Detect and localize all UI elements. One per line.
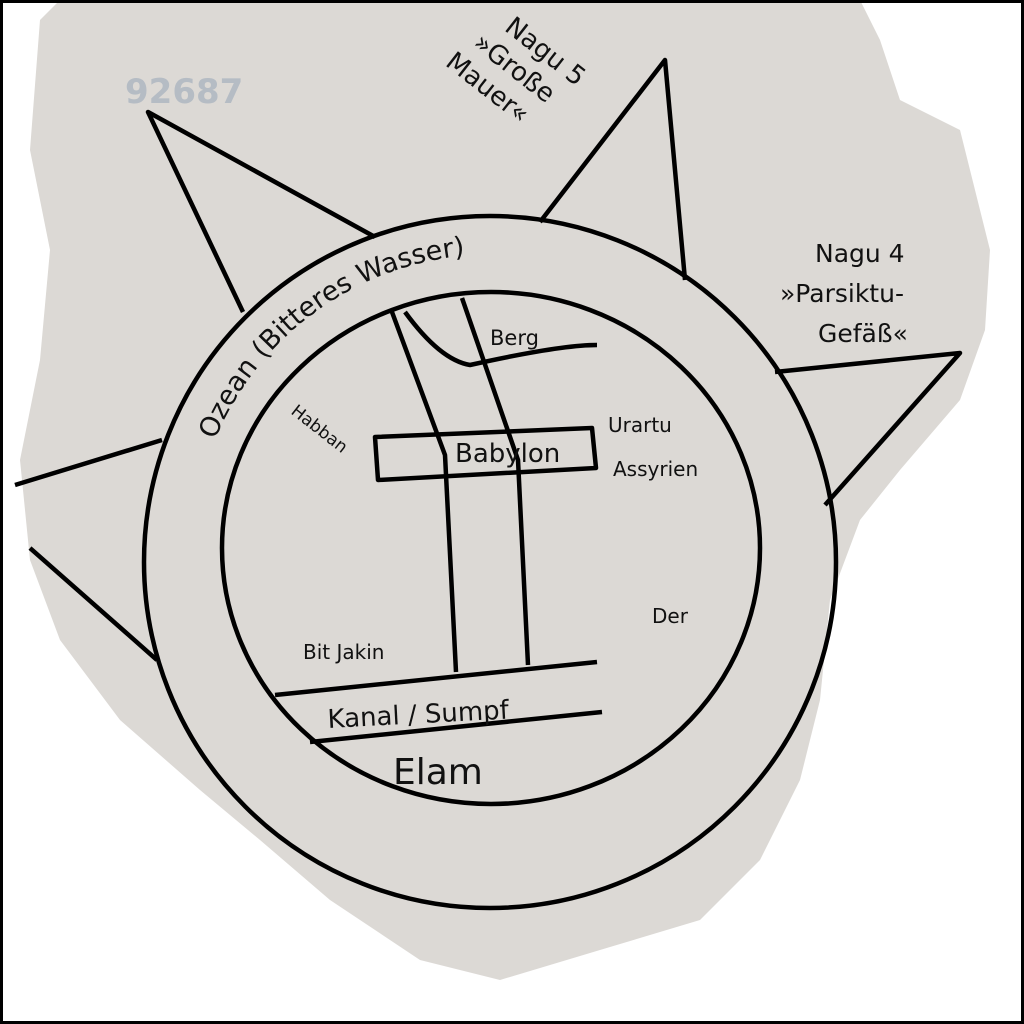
canal-line-upper <box>274 659 598 698</box>
elam-label: Elam <box>393 752 483 793</box>
berg-label: Berg <box>490 326 539 350</box>
canal-line-lower <box>309 709 603 745</box>
clay-tablet <box>20 0 990 980</box>
outer-ocean-ring <box>141 213 839 911</box>
babylon-box <box>372 425 599 483</box>
tablet-number: 92687 <box>125 72 243 112</box>
nagu-triangle-top <box>538 57 688 281</box>
nagu-triangle-right <box>774 350 963 507</box>
assyrien-label: Assyrien <box>613 457 698 481</box>
nagu-left-upper-line <box>14 437 163 488</box>
berg-curve <box>403 310 598 368</box>
nagu4-label: Nagu 4 »Parsiktu- Gefäß« <box>780 239 908 348</box>
nagu-left-lower-line <box>28 546 159 662</box>
bit-jakin-label: Bit Jakin <box>303 640 384 664</box>
river-euphrates <box>389 311 459 673</box>
urartu-label: Urartu <box>608 413 672 437</box>
babylon-label: Babylon <box>455 439 560 469</box>
nagu-triangle-top-left <box>145 109 377 313</box>
inner-ocean-ring <box>219 289 763 807</box>
svg-text:Gefäß«: Gefäß« <box>818 319 908 348</box>
der-label: Der <box>652 604 689 628</box>
river-tigris <box>459 297 531 666</box>
svg-text:»Parsiktu-: »Parsiktu- <box>780 279 904 308</box>
svg-text:Nagu 4: Nagu 4 <box>815 239 905 268</box>
